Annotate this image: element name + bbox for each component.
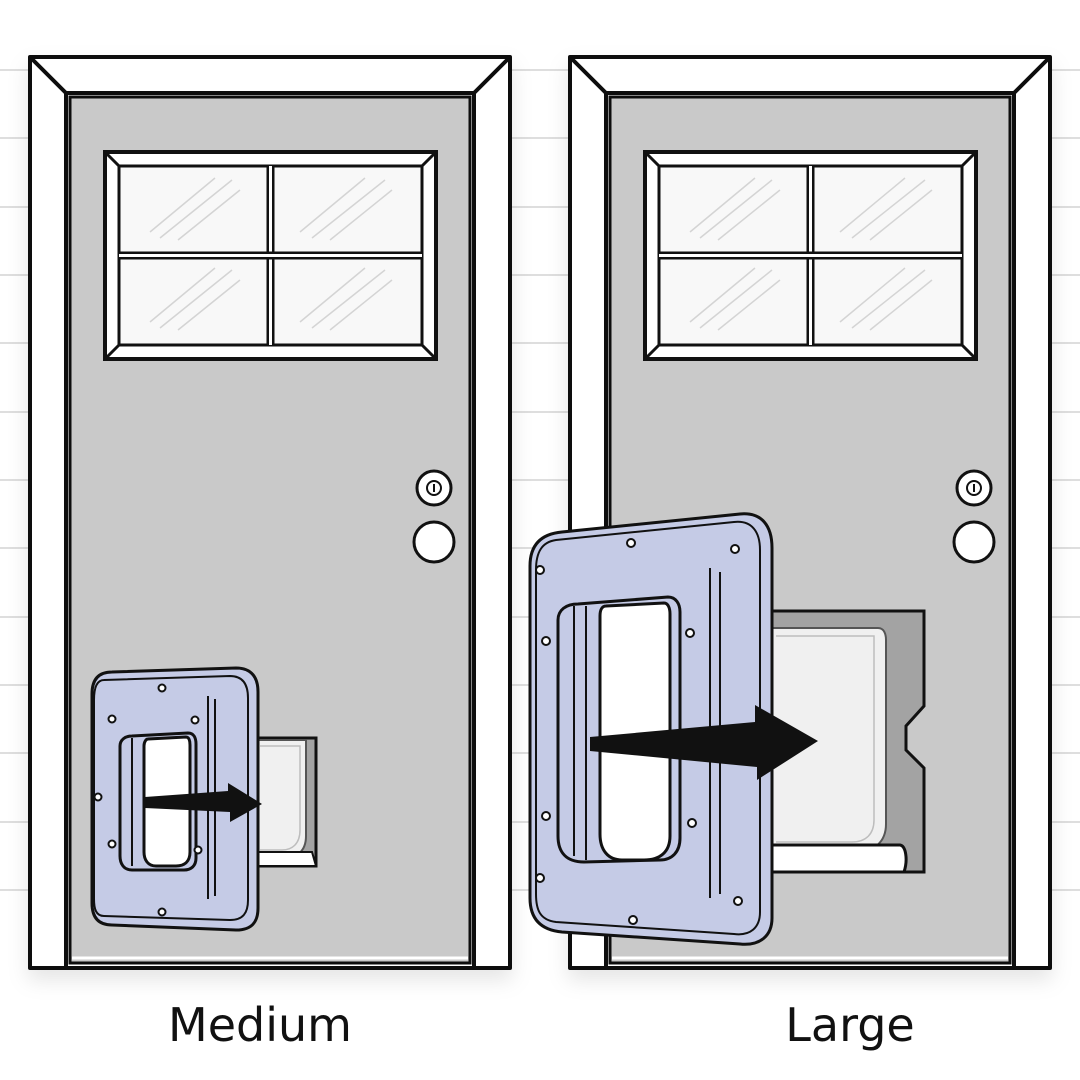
medium-flap [90, 666, 318, 932]
keyhole-icon [415, 469, 453, 507]
door-knob-icon [952, 520, 996, 564]
right-door-window [643, 150, 978, 361]
medium-caption: Medium [168, 998, 352, 1052]
keyhole-icon [955, 469, 993, 507]
left-door-window [103, 150, 438, 361]
large-caption: Large [785, 998, 915, 1052]
right-arrow-icon [590, 705, 818, 780]
right-arrow-icon [145, 783, 262, 822]
door-knob-icon [412, 520, 456, 564]
large-flap [528, 512, 926, 946]
